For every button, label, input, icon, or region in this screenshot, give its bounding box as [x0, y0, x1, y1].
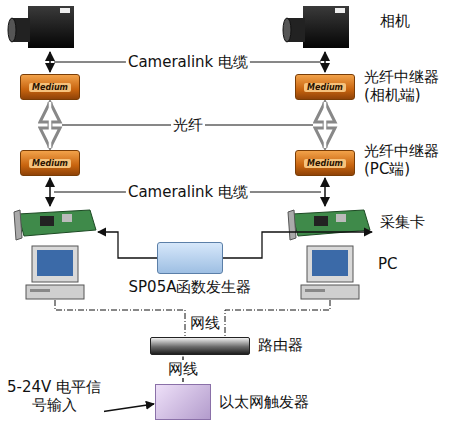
router: 路由器 — [150, 336, 303, 355]
trigger-shape — [155, 384, 211, 420]
router-shape — [150, 337, 250, 355]
cable-label: 网线 — [166, 360, 200, 378]
device-name: 路由器 — [258, 336, 303, 355]
network-wire — [55, 300, 185, 336]
fiber-core — [49, 102, 52, 148]
fiber-link — [323, 102, 328, 148]
pc-icon — [301, 246, 359, 299]
cable-arrow — [324, 178, 326, 206]
capture-card — [288, 210, 370, 240]
part-label: 光纤中继器 (相机端) — [362, 68, 466, 104]
trigger-wire — [98, 232, 157, 258]
fiber-repeater: Medium — [295, 150, 355, 176]
cable-label: 光纤 — [171, 116, 205, 134]
camera-icon — [8, 6, 74, 48]
cable-arrow — [324, 52, 326, 72]
part-label: 光纤中继器 (PC端) — [362, 142, 466, 178]
part-label: 采集卡 — [378, 213, 427, 231]
ethernet-trigger: 以太网触发器 — [155, 384, 309, 420]
part-label: 5-24V 电平信号输入 — [4, 378, 104, 414]
device-brand: Medium — [304, 159, 346, 168]
generator-shape — [157, 242, 223, 274]
input-arrow — [100, 404, 154, 412]
cable-label: Cameralink 电缆 — [126, 53, 250, 71]
function-generator: SP05A函数发生器 — [100, 242, 280, 297]
capture-card — [14, 210, 96, 240]
part-label: 相机 — [378, 12, 412, 30]
camera-icon — [283, 6, 349, 48]
fiber-repeater: Medium — [20, 150, 80, 176]
device-brand: Medium — [304, 83, 346, 92]
cable-arrow — [49, 52, 51, 72]
cable-label: 网线 — [188, 314, 222, 332]
fiber-repeater: Medium — [295, 74, 355, 100]
device-name: SP05A函数发生器 — [129, 278, 252, 297]
fiber-link — [48, 102, 53, 148]
device-brand: Medium — [29, 83, 71, 92]
part-label: PC — [376, 255, 400, 273]
device-name: 以太网触发器 — [219, 393, 309, 412]
cable-label: Cameralink 电缆 — [126, 183, 250, 201]
device-brand: Medium — [29, 159, 71, 168]
network-wire — [225, 300, 330, 336]
cable-arrow — [49, 178, 51, 206]
pc-icon — [26, 246, 84, 299]
fiber-repeater: Medium — [20, 74, 80, 100]
fiber-core — [324, 102, 327, 148]
